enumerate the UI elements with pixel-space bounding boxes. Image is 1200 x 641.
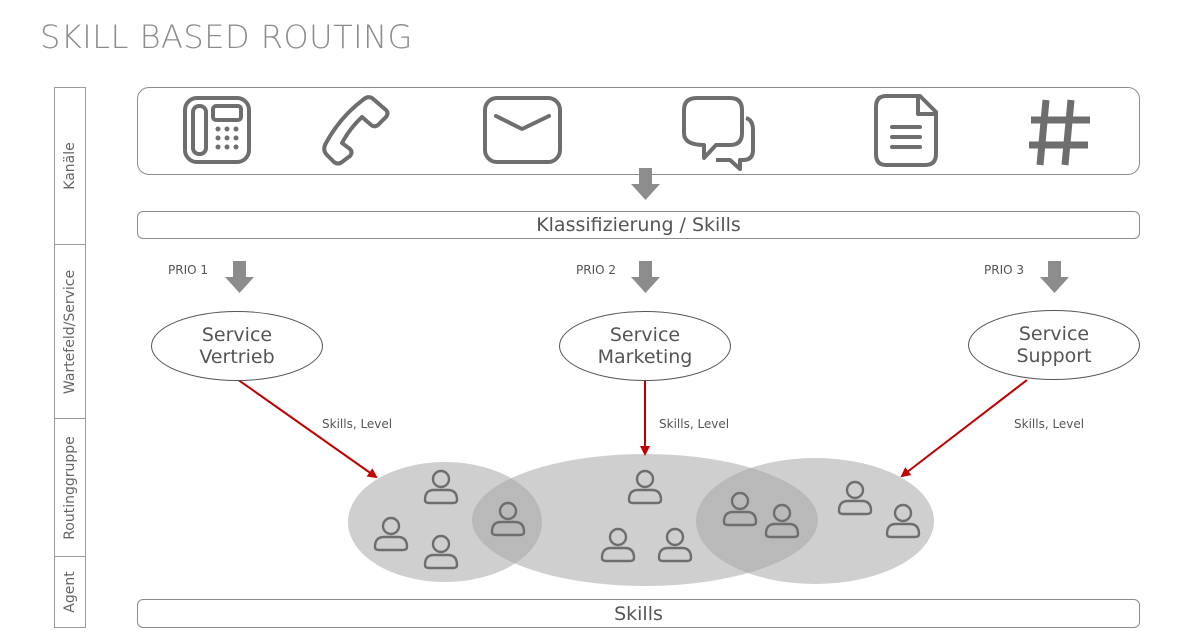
gray-arrows xyxy=(225,168,1069,293)
prio-label: PRIO 3 xyxy=(984,263,1025,277)
red-connectors xyxy=(236,378,1028,479)
lane-agent: Agent xyxy=(54,556,86,628)
page-title: SKILL BASED ROUTING xyxy=(40,18,413,56)
routing-group-ellipse xyxy=(696,458,934,584)
arrow-down-icon xyxy=(631,168,660,200)
lane-kanaele: Kanäle xyxy=(54,87,86,244)
envelope-icon xyxy=(483,96,562,164)
routing-groups xyxy=(348,454,934,586)
channels-box xyxy=(137,87,1140,175)
lane-wartefeld: Wartefeld/Service xyxy=(54,244,86,418)
skills-bar: Skills xyxy=(137,599,1140,628)
service-node-support: Service Support xyxy=(968,310,1140,380)
link-label: Skills, Level xyxy=(1014,417,1085,431)
service-line2: Support xyxy=(1016,345,1092,367)
arrow-down-icon xyxy=(225,261,254,293)
lane-routinggruppe: Routinggruppe xyxy=(54,418,86,556)
classification-label: Klassifizierung / Skills xyxy=(536,214,741,236)
classification-bar: Klassifizierung / Skills xyxy=(137,211,1140,239)
service-line2: Vertrieb xyxy=(199,346,275,368)
connector-support xyxy=(900,379,1028,478)
connector-vertrieb xyxy=(236,378,378,479)
prio-label: PRIO 2 xyxy=(576,263,617,277)
desk-phone-icon xyxy=(183,96,251,164)
service-line2: Marketing xyxy=(597,346,693,368)
service-line1: Service xyxy=(201,324,273,346)
arrow-down-icon xyxy=(1040,261,1069,293)
chat-bubbles-icon xyxy=(682,96,755,171)
service-node-marketing: Service Marketing xyxy=(559,311,731,381)
prio-label: PRIO 1 xyxy=(168,263,209,277)
phone-handset-icon xyxy=(322,95,390,166)
link-label: Skills, Level xyxy=(659,417,730,431)
link-label: Skills, Level xyxy=(322,417,393,431)
document-icon xyxy=(874,94,938,167)
service-line1: Service xyxy=(1018,323,1090,345)
service-node-vertrieb: Service Vertrieb xyxy=(151,311,323,381)
service-line1: Service xyxy=(609,324,681,346)
arrow-down-icon xyxy=(631,261,660,293)
hashtag-icon xyxy=(1029,99,1090,166)
skills-label: Skills xyxy=(614,603,663,625)
